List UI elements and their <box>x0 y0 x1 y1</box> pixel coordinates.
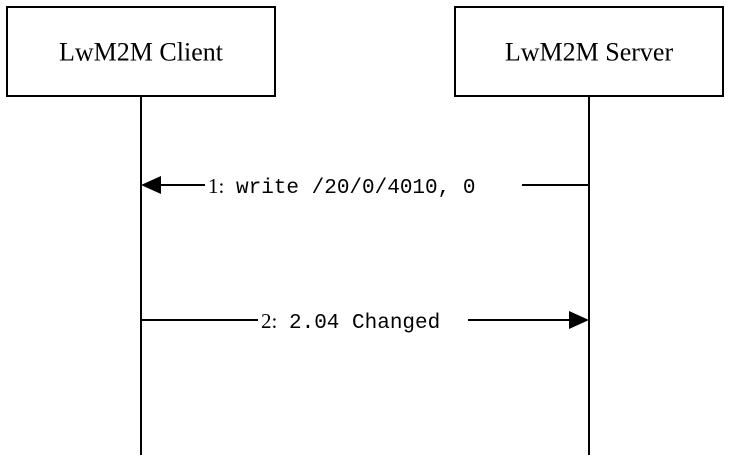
message-1-label: write /20/0/4010, 0 <box>236 177 475 200</box>
client-actor-box <box>6 6 276 97</box>
message-2-number: 2: <box>261 309 277 333</box>
message-1-arrowhead <box>141 176 161 194</box>
server-actor-box <box>454 6 724 97</box>
server-actor-label: LwM2M Server <box>505 38 674 67</box>
message-2-label: 2.04 Changed <box>289 312 440 335</box>
server-actor: LwM2M Server <box>454 6 724 97</box>
message-2: 2: 2.04 Changed <box>141 309 589 335</box>
client-actor: LwM2M Client <box>6 6 276 97</box>
message-1: 1: write /20/0/4010, 0 <box>141 174 589 200</box>
client-actor-label: LwM2M Client <box>59 38 224 67</box>
message-2-arrowhead <box>569 311 589 329</box>
message-1-number: 1: <box>208 174 224 198</box>
